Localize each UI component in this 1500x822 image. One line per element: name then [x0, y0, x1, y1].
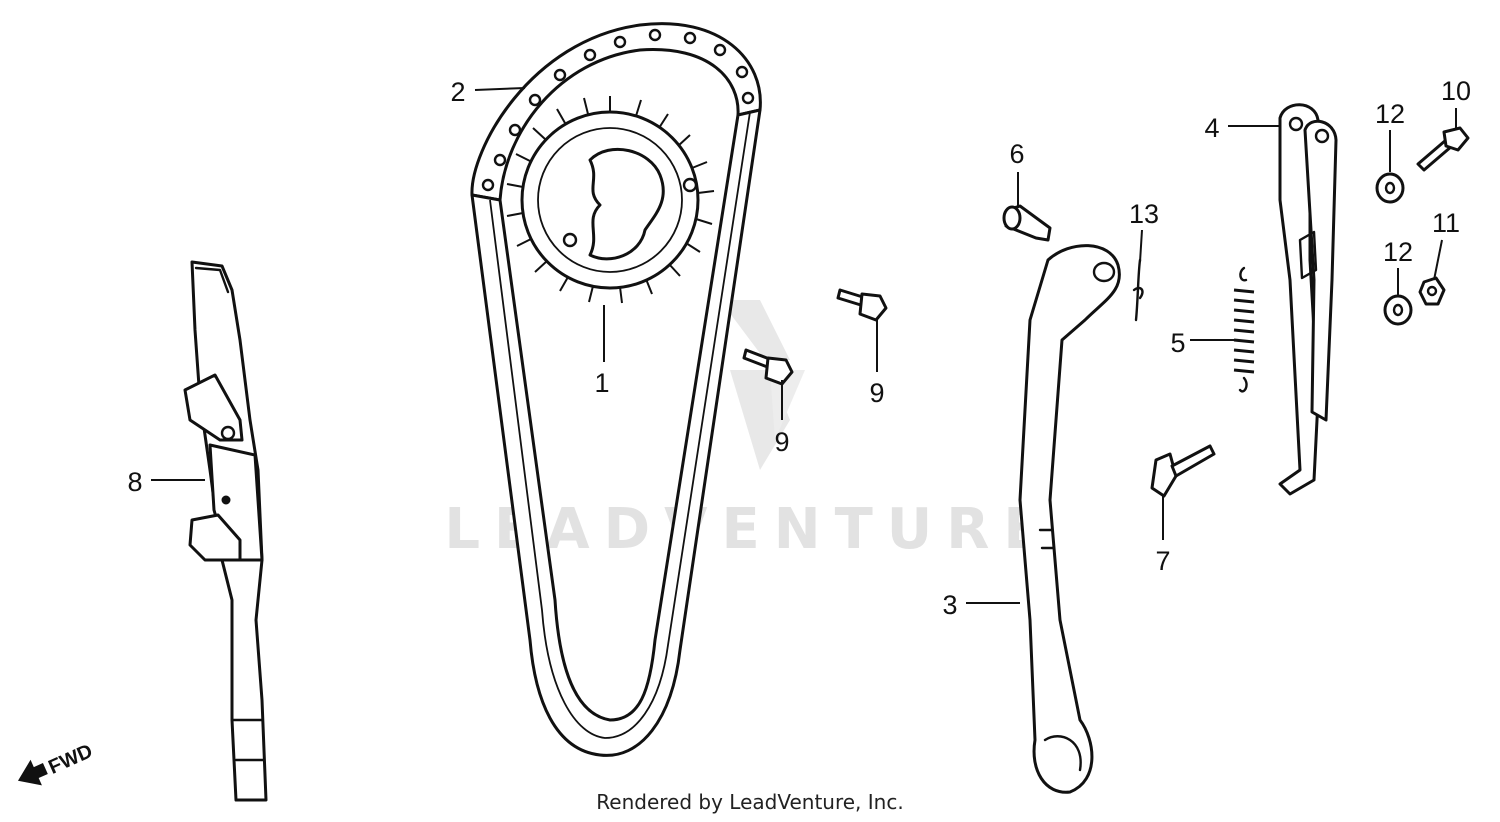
callout-labels: 2 1 3 4 5 6 7 8 9 9 10 11 12 12 13 — [127, 76, 1471, 620]
part-4-bracket — [1278, 103, 1338, 496]
part-13-cotter-pin — [1132, 258, 1144, 322]
part-7-stopper-pin — [1150, 444, 1216, 498]
callout-3: 3 — [942, 590, 957, 620]
fwd-arrow-icon: FWD — [17, 740, 96, 786]
part-10-bolt — [1416, 126, 1470, 172]
part-11-nut — [1418, 276, 1446, 306]
callout-7: 7 — [1155, 546, 1170, 576]
footer-credit: Rendered by LeadVenture, Inc. — [596, 790, 904, 814]
callout-5: 5 — [1170, 328, 1185, 358]
part-8-chain-guide — [183, 260, 268, 802]
callout-1: 1 — [594, 368, 609, 398]
callout-12-upper: 12 — [1375, 99, 1405, 129]
callout-6: 6 — [1009, 139, 1024, 169]
part-9-bolt-lower — [742, 348, 794, 386]
fwd-label: FWD — [45, 740, 96, 779]
chain-links — [481, 28, 755, 192]
part-9-bolt-upper — [836, 288, 888, 322]
callout-2: 2 — [450, 77, 465, 107]
part-5-spring — [1233, 266, 1255, 393]
part-1-cam-sprocket — [506, 96, 715, 304]
callout-9-lower: 9 — [774, 427, 789, 457]
sprocket-teeth — [506, 96, 715, 304]
part-6-pivot-bolt — [1002, 204, 1052, 242]
part-3-tensioner-arm — [1018, 244, 1121, 794]
callout-4: 4 — [1204, 113, 1219, 143]
watermark-logo-icon — [720, 300, 805, 470]
callout-12-lower: 12 — [1383, 237, 1413, 267]
callout-8: 8 — [127, 467, 142, 497]
callout-9-upper: 9 — [869, 378, 884, 408]
callout-10: 10 — [1441, 76, 1471, 106]
callout-11: 11 — [1432, 208, 1460, 238]
part-2-cam-chain — [470, 22, 762, 757]
leader-lines — [151, 87, 1457, 604]
part-12-washer-lower — [1383, 294, 1413, 326]
callout-13: 13 — [1129, 199, 1159, 229]
part-12-washer-upper — [1375, 172, 1405, 204]
